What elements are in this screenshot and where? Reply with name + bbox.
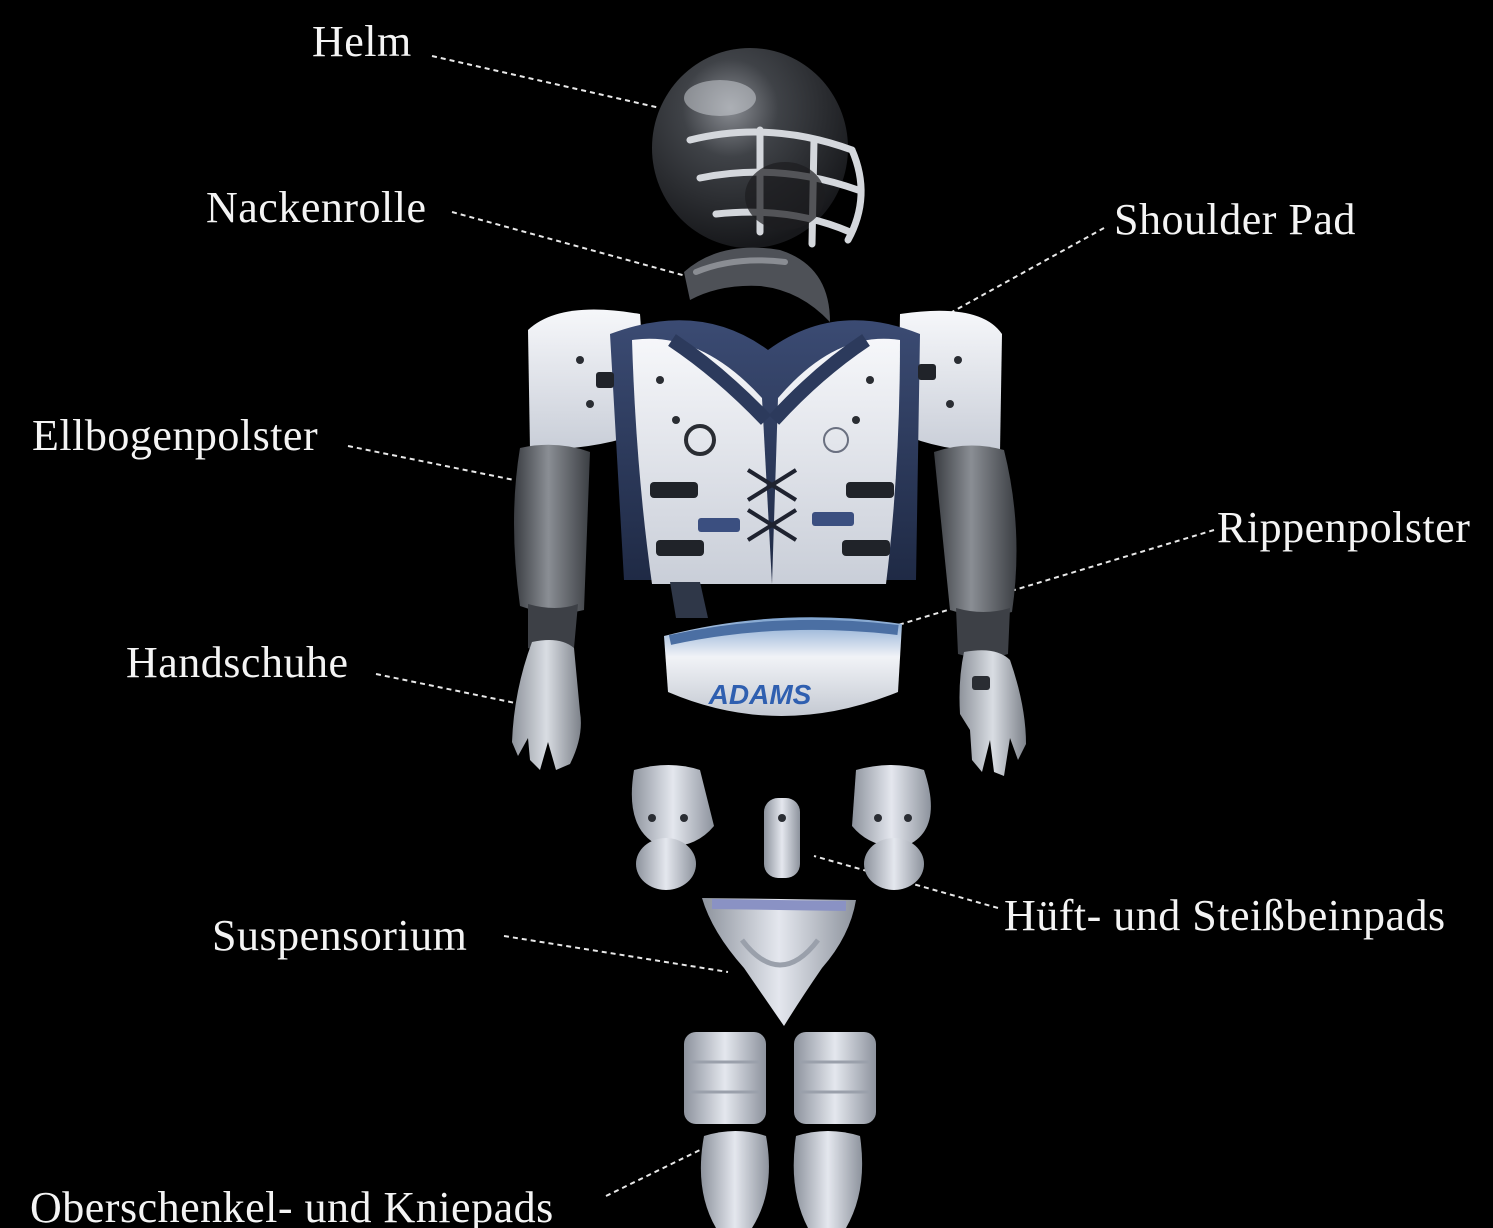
- label-rippenpolster: Rippenpolster: [1217, 506, 1470, 550]
- label-hueft-steissbeinpads: Hüft- und Steißbeinpads: [1004, 894, 1446, 938]
- rib-pad-icon: ADAMS: [664, 617, 902, 716]
- label-suspensorium: Suspensorium: [212, 914, 467, 958]
- label-shoulder-pad: Shoulder Pad: [1114, 198, 1356, 242]
- leader-line-nackenrolle: [452, 212, 686, 276]
- leader-line-suspensorium: [504, 936, 728, 972]
- label-ellbogenpolster: Ellbogenpolster: [32, 414, 318, 458]
- athletic-cup-icon: [702, 898, 856, 1026]
- rib-pad-brand: ADAMS: [708, 679, 812, 710]
- leader-line-oberschenkel: [606, 1150, 700, 1196]
- neck-roll-icon: [684, 248, 830, 322]
- leader-line-ellbogenpolster: [348, 446, 514, 480]
- label-handschuhe: Handschuhe: [126, 641, 349, 685]
- helmet-icon: [652, 48, 861, 248]
- leader-line-helm: [432, 56, 660, 108]
- tailbone-pad-icon: [764, 798, 800, 878]
- leader-line-shoulder-pad: [952, 228, 1104, 312]
- shoulder-pads-icon: [528, 310, 1002, 618]
- thigh-pad-icon: [684, 1032, 876, 1124]
- knee-pad-icon: [701, 1131, 862, 1228]
- label-oberschenkel-kniepads: Oberschenkel- und Kniepads: [30, 1186, 554, 1228]
- label-nackenrolle: Nackenrolle: [206, 186, 427, 230]
- leader-line-rippenpolster: [888, 530, 1214, 628]
- label-helm: Helm: [312, 20, 412, 64]
- leader-line-handschuhe: [376, 674, 520, 704]
